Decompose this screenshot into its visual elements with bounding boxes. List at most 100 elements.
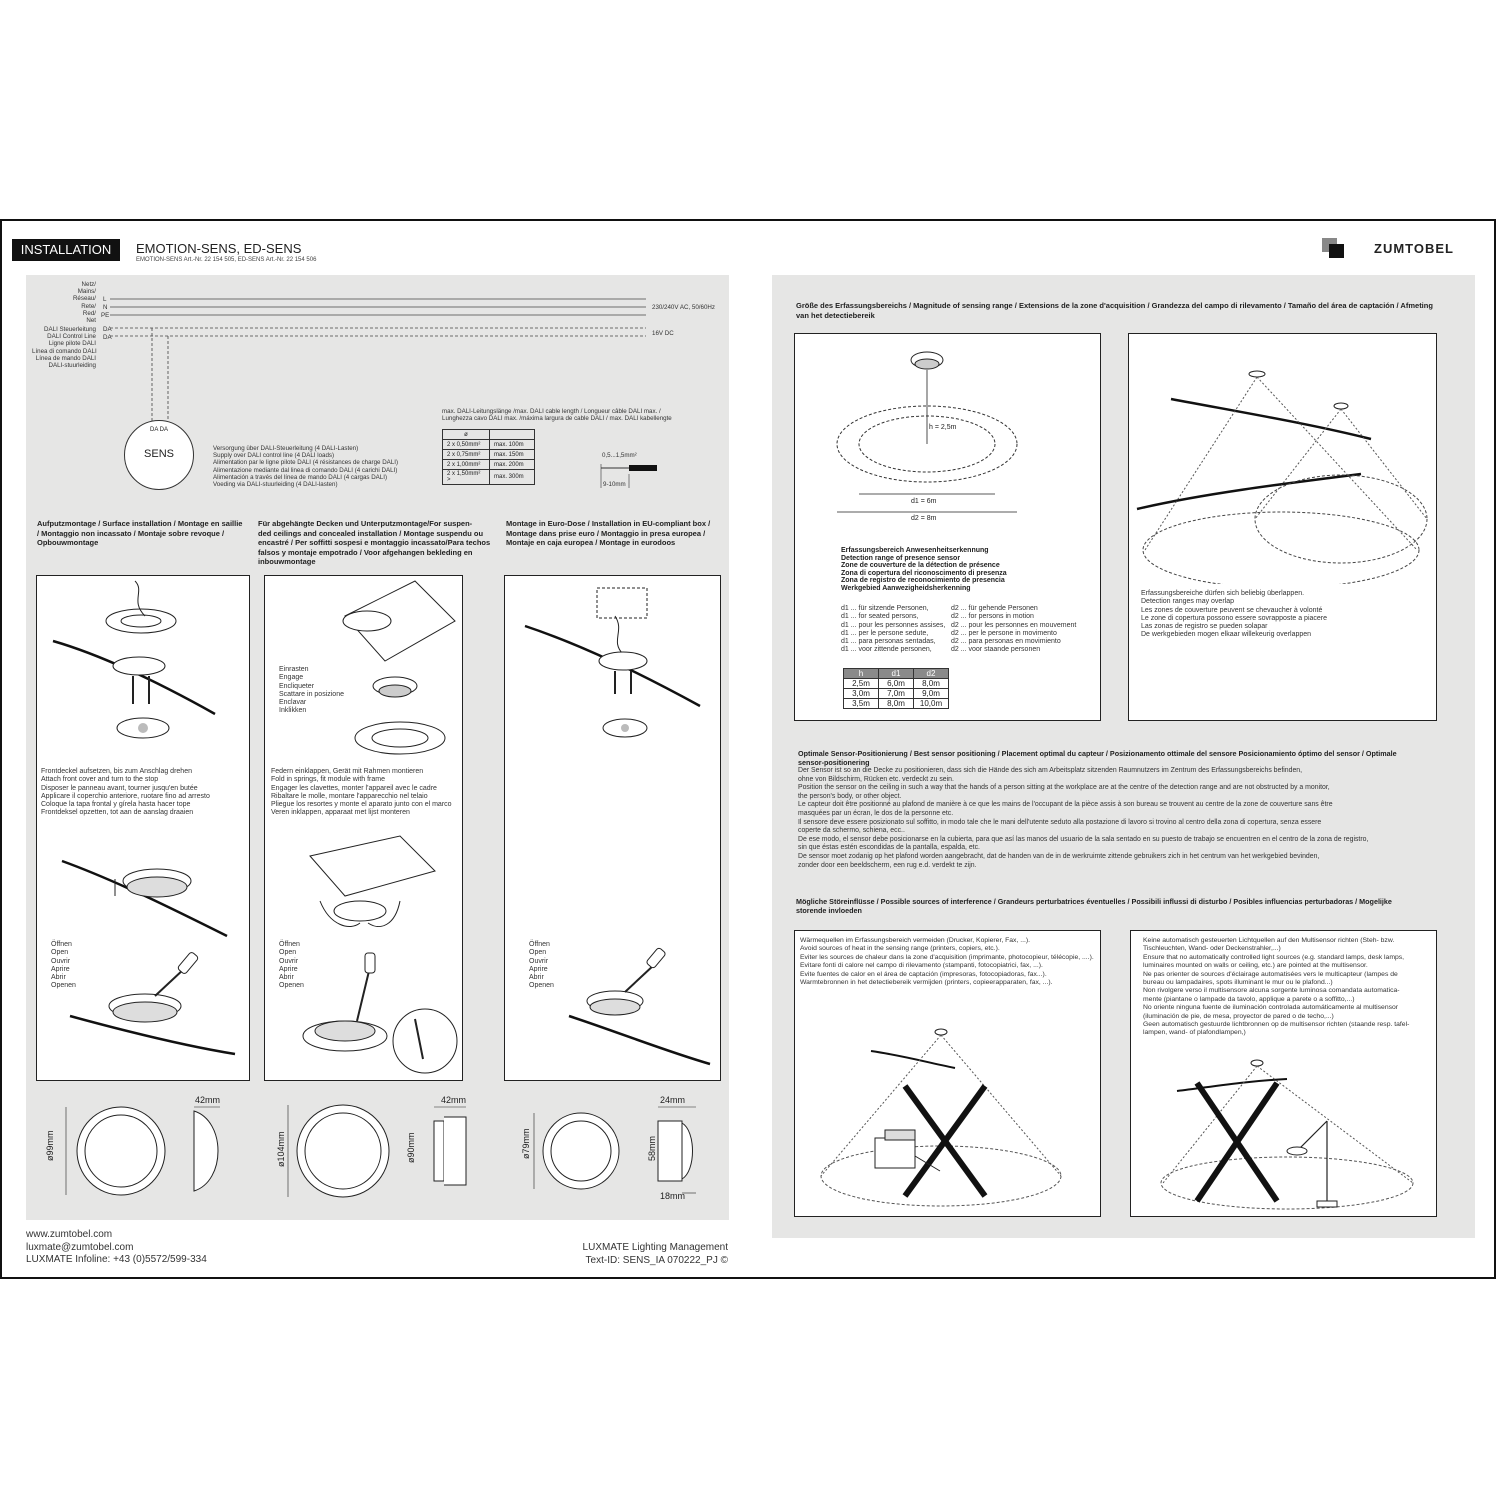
- d1-line: d1 ... for seated persons,: [841, 613, 919, 621]
- open-line: Öffnen: [51, 941, 72, 948]
- mains-spec: 230/240V AC, 50/60Hz: [652, 304, 715, 311]
- website-link[interactable]: www.zumtobel.com: [26, 1229, 113, 1240]
- open-line: Open: [279, 949, 297, 957]
- wire-strip-icon: [600, 464, 657, 488]
- d1-descriptions: d1 ... für sitzende Personen, d1 ... for…: [841, 605, 945, 655]
- step-line: Attach front cover and turn to the stop: [41, 776, 159, 784]
- positioning-text: Der Sensor ist so an die Decke zu positi…: [798, 767, 1368, 870]
- open-line: Open: [51, 949, 69, 957]
- positioning-line: De sensor moet zodanig op het plafond wo…: [798, 852, 1320, 860]
- heading-line: Opbouwmontage: [37, 538, 99, 547]
- dali-conductor: DA: [103, 334, 112, 341]
- email-link[interactable]: luxmate@zumtobel.com: [26, 1241, 134, 1253]
- product-title: EMOTION-SENS, ED-SENS: [136, 241, 302, 256]
- light-line: Geen automatisch gestuurde lichtbronnen …: [1143, 1021, 1410, 1029]
- interference-heading: Mögliche Störeinflüsse / Possible source…: [796, 897, 1392, 915]
- heading-line: Zone de couverture de la détection de pr…: [841, 562, 1000, 570]
- eurobox-install-panel: Öffnen Open Ouvrir Aprire Abrir Openen: [504, 575, 721, 1081]
- conductor-pe: PE: [101, 312, 110, 319]
- heading-line: Montage in Euro-Dose / Installation in E…: [506, 519, 711, 528]
- light-source-text: Keine automatisch gesteuerten Lichtquell…: [1143, 937, 1409, 1038]
- eurobox-open-text: Öffnen Open Ouvrir Aprire Abrir Openen: [529, 941, 554, 991]
- dim-eurobox-front: 18mm: [660, 1191, 686, 1201]
- positioning-line: De ese modo, el sensor debe posicionarse…: [798, 835, 1369, 843]
- step-line: Coloque la tapa frontal y gírela hasta h…: [41, 801, 191, 809]
- mains-labels: Netz/ Mains/ Réseau/ Rete/ Red/ Net: [42, 281, 96, 324]
- step-line: Disposer le panneau avant, tourner jusqu…: [41, 784, 198, 792]
- d2-line: d2 ... para personas en movimiento: [951, 638, 1061, 646]
- surface-install-heading: Aufputzmontage / Surface installation / …: [37, 519, 242, 548]
- d1-line: d1 ... für sitzende Personen,: [841, 605, 929, 612]
- surface-mount-illustration: [52, 580, 216, 739]
- engage-line: Encliqueter: [279, 682, 315, 690]
- heat-line: Avoid sources of heat in the sensing ran…: [800, 945, 1000, 953]
- step-line: Applicare il coperchio anteriore, ruotar…: [41, 792, 210, 800]
- sensor-symbol: DA DA SENS: [124, 420, 194, 490]
- table-cell: d1: [878, 668, 914, 679]
- dim-surface-diameter: ø99mm: [45, 1130, 55, 1161]
- surface-step-text: Frontdeckel aufsetzen, bis zum Anschlag …: [41, 768, 210, 818]
- d1-line: d1 ... para personas sentadas,: [841, 638, 936, 646]
- positioning-line: Position the sensor on the ceiling in su…: [798, 784, 1330, 792]
- frame-ring-icon: [354, 721, 446, 755]
- dim-ceiling-cutout: ø90mm: [406, 1132, 416, 1163]
- heading-line: Montage dans prise euro / Montaggio in p…: [506, 528, 706, 538]
- table-row: 2 x 1,50mm² >max. 300m: [442, 469, 535, 485]
- supply-line: Versorgung über DALI-Steuerleitung (4 DA…: [213, 445, 359, 452]
- supply-line: Voeding via DALI-stuurleiding (4 DALI-la…: [213, 481, 338, 489]
- conductor-l: L: [103, 296, 107, 303]
- overlap-line: Le zone di copertura possono essere sovr…: [1141, 614, 1328, 622]
- dali-spec: 16V DC: [652, 330, 674, 337]
- positioning-line: masquées par un écran, le dos de la pers…: [798, 809, 954, 817]
- d2-line: d2 ... für gehende Personen: [951, 605, 1038, 612]
- d1-line: d1 ... voor zittende personen,: [841, 646, 932, 654]
- step-line: Engager les clavettes, monter l'appareil…: [271, 784, 437, 792]
- heading-line: Mögliche Störeinflüsse / Possible source…: [796, 897, 1392, 906]
- light-source-panel: Keine automatisch gesteuerten Lichtquell…: [1130, 930, 1437, 1217]
- open-line: Openen: [529, 982, 554, 990]
- ceiling-open-illustration: [302, 952, 458, 1074]
- table-row: ø: [442, 429, 535, 440]
- dali-label: Ligne pilote DALI: [48, 340, 96, 348]
- conductor-n: N: [103, 304, 108, 311]
- heading-line: ded ceilings and concealed installation …: [258, 528, 484, 538]
- height-label: h = 2,5m: [929, 424, 957, 431]
- mains-label: Red/: [82, 309, 96, 317]
- light-line: Ne pas orienter de sources d'éclairage a…: [1143, 970, 1398, 978]
- footer-brand: LUXMATE Lighting Management: [582, 1242, 728, 1253]
- positioning-line: ohne von Bildschirm, Rücken etc. verdeck…: [798, 775, 954, 783]
- ceiling-install-panel: Einrasten Engage Encliqueter Scattare in…: [264, 575, 463, 1081]
- d2-line: d2 ... pour les personnes en mouvement: [951, 621, 1077, 629]
- overlap-line: De werkgebieden mogen elkaar willekeurig…: [1141, 631, 1312, 639]
- dimension-drawings: [65, 1104, 696, 1198]
- table-cell: 2 x 1,00mm²: [442, 459, 490, 470]
- table-cell: h: [843, 668, 879, 679]
- screwdriver-open-illustration: [69, 952, 236, 1056]
- light-line: Tischleuchten, Wand- oder Deckenstrahler…: [1143, 945, 1281, 953]
- heading-line: inbouwmontage: [258, 557, 316, 566]
- dali-label: DALI Steuerleitung: [44, 326, 96, 333]
- heading-line: Werkgebied Aanwezigheidsherkenning: [841, 584, 971, 592]
- heat-source-panel: Wärmequellen im Erfassungsbereich vermei…: [794, 930, 1101, 1217]
- engage-line: Einrasten: [279, 666, 309, 673]
- positioning-line: coperte da schermo, schiena, ecc..: [798, 827, 905, 835]
- heading-line: falsos y montaje empotrado / Voor afgeha…: [258, 547, 473, 557]
- strip-length: 9-10mm: [603, 481, 626, 488]
- dali-labels: DALI Steuerleitung DALI Control Line Lig…: [32, 326, 97, 369]
- open-line: Openen: [279, 982, 304, 990]
- dim-ceiling-height: 42mm: [441, 1095, 467, 1105]
- supply-text: Versorgung über DALI-Steuerleitung (4 DA…: [213, 445, 398, 488]
- mains-label: Netz/: [81, 281, 96, 288]
- table-cell: 7,0m: [878, 688, 914, 699]
- d1-line: d1 ... pour les personnes assises,: [841, 621, 946, 629]
- heading-line: / Montaggio non incassato / Montaje sobr…: [37, 528, 225, 538]
- ceiling-install-heading: Für abgehängte Decken und Unterputzmonta…: [258, 519, 490, 567]
- surface-install-panel: Frontdeckel aufsetzen, bis zum Anschlag …: [36, 575, 250, 1081]
- engage-line: Engage: [279, 674, 304, 682]
- light-line: mente (piantane o lampade da tavolo, app…: [1143, 995, 1355, 1003]
- step-line: Pliegue los resortes y monte el aparato …: [271, 801, 452, 809]
- step-line: Fold in springs, fit module with frame: [271, 776, 385, 784]
